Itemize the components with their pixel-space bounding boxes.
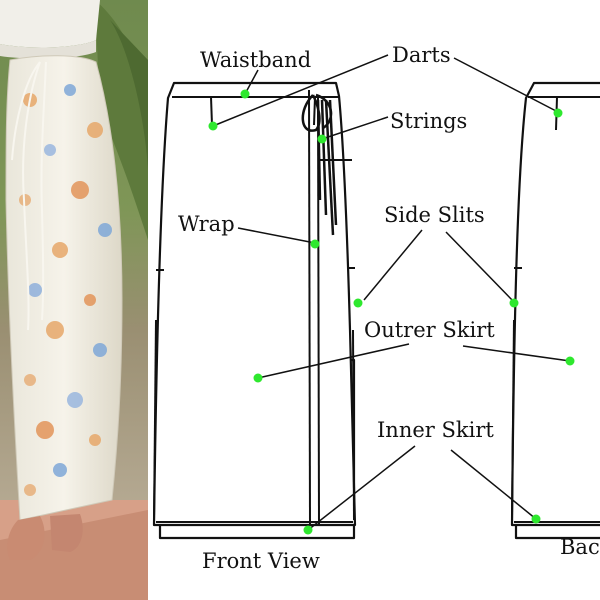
- front-dart-left: [210, 96, 213, 126]
- labels: Waistband Darts Strings Wrap Side Slits …: [178, 43, 600, 573]
- front-dart-marker: [208, 121, 218, 131]
- strings-marker: [317, 134, 327, 144]
- markers: [208, 89, 575, 535]
- strings-leader: [321, 116, 389, 140]
- inner-skirt-leader-front: [307, 445, 416, 531]
- front-slit-marker: [353, 298, 363, 308]
- outer-skirt-marker-front: [253, 373, 263, 383]
- label-waistband: Waistband: [200, 48, 311, 72]
- skirt-technical-drawing: Waistband Darts Strings Wrap Side Slits …: [152, 43, 600, 573]
- skirt-photo-illustration: [0, 0, 148, 600]
- darts-leader-back: [453, 57, 559, 113]
- label-side-slits: Side Slits: [384, 203, 485, 227]
- outer-skirt-marker-back: [565, 356, 575, 366]
- label-inner-skirt: Inner Skirt: [377, 418, 494, 442]
- waistband-leader: [244, 69, 259, 95]
- front-left-slit: [153, 319, 157, 521]
- back-view-skirt: [510, 81, 600, 540]
- front-strings: [301, 93, 338, 236]
- diagram-panel: Waistband Darts Strings Wrap Side Slits …: [148, 0, 600, 600]
- wrap-leader: [237, 227, 316, 244]
- wrap-marker: [310, 239, 320, 249]
- back-outer-skirt: [510, 81, 600, 527]
- back-dart-marker: [553, 108, 563, 118]
- inner-skirt-marker-back: [531, 514, 541, 524]
- side-slits-leader-front: [363, 229, 423, 301]
- skirt-photo: [0, 0, 148, 600]
- front-view-skirt: [152, 81, 357, 540]
- side-slits-leader-back: [445, 231, 515, 303]
- front-outer-skirt: [152, 81, 357, 527]
- front-right-slit: [352, 329, 355, 521]
- outer-skirt-leader-back: [462, 345, 571, 362]
- front-wrap-edge: [308, 89, 311, 526]
- label-front-view: Front View: [202, 549, 320, 573]
- label-strings: Strings: [390, 109, 467, 133]
- label-wrap: Wrap: [178, 212, 235, 236]
- label-outer-skirt: Outrer Skirt: [364, 318, 495, 342]
- label-darts: Darts: [392, 43, 451, 67]
- back-slit-marker: [509, 298, 519, 308]
- label-back-view: Back: [560, 535, 600, 559]
- leader-lines: [212, 54, 571, 531]
- darts-leader-front: [212, 54, 389, 127]
- inner-skirt-marker-front: [303, 525, 313, 535]
- waistband-marker: [240, 89, 250, 99]
- outer-skirt-leader-front: [257, 343, 410, 379]
- inner-skirt-leader-back: [450, 449, 537, 520]
